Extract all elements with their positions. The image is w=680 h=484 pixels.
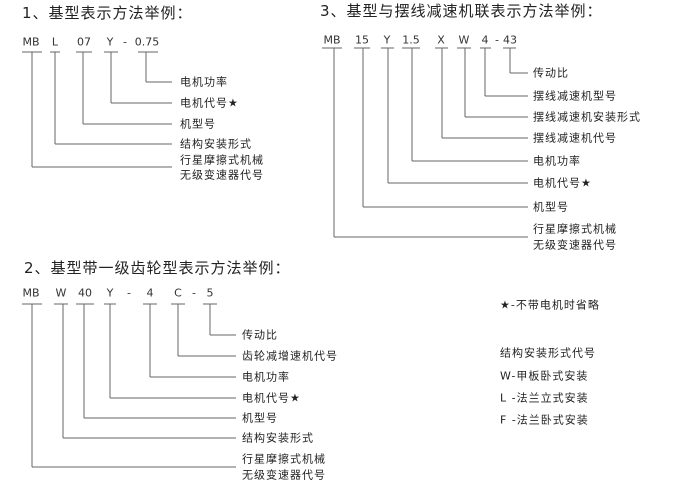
section1-title: 1、基型表示方法举例： bbox=[22, 4, 193, 22]
label-motor-code: 电机代号★ bbox=[533, 176, 592, 190]
label-structure: 结构安装形式 bbox=[180, 137, 252, 151]
code-mb: MB bbox=[323, 33, 341, 47]
code-model: 15 bbox=[355, 33, 369, 47]
label-gear-code: 齿轮减增速机代号 bbox=[242, 349, 338, 363]
label-cycloid-mount: 摆线减速机安装形式 bbox=[533, 110, 641, 124]
label-series-line2: 无级变速器代号 bbox=[242, 468, 326, 482]
code-dash: - bbox=[495, 33, 499, 47]
legend-item: F -法兰卧式安装 bbox=[500, 413, 589, 427]
code-mount: W bbox=[458, 33, 470, 47]
section3-connectors bbox=[322, 47, 528, 238]
legend-item: L -法兰立式安装 bbox=[500, 391, 589, 405]
code-cycloid: X bbox=[437, 33, 445, 47]
label-motor-power: 电机功率 bbox=[242, 370, 290, 384]
code-model: 40 bbox=[78, 286, 92, 300]
label-ratio: 传动比 bbox=[242, 328, 278, 342]
label-model: 机型号 bbox=[180, 117, 216, 131]
code-dash: - bbox=[192, 286, 196, 300]
code-motor: Y bbox=[106, 286, 114, 300]
label-structure: 结构安装形式 bbox=[242, 431, 314, 445]
label-motor-code: 电机代号★ bbox=[242, 391, 301, 405]
code-structure: W bbox=[55, 286, 67, 300]
code-gear: C bbox=[174, 286, 182, 300]
code-cycloid-model: 4 bbox=[481, 33, 489, 47]
code-ratio: 43 bbox=[503, 33, 517, 47]
label-model: 机型号 bbox=[242, 411, 278, 425]
section3-title: 3、基型与摆线减速机联表示方法举例： bbox=[320, 2, 603, 20]
section1-connectors bbox=[22, 51, 172, 168]
code-dash: - bbox=[127, 286, 131, 300]
code-mb: MB bbox=[22, 35, 40, 49]
label-ratio: 传动比 bbox=[533, 66, 569, 80]
code-power: 4 bbox=[146, 286, 154, 300]
label-series-line2: 无级变速器代号 bbox=[180, 168, 264, 182]
label-cycloid-code: 摆线减速机代号 bbox=[533, 131, 617, 145]
code-ratio: 5 bbox=[206, 286, 214, 300]
label-series-line1: 行星摩擦式机械 bbox=[180, 153, 264, 167]
label-series-line1: 行星摩擦式机械 bbox=[242, 452, 326, 466]
legend-item: W-甲板卧式安装 bbox=[500, 369, 589, 383]
code-dash: - bbox=[123, 35, 127, 49]
legend-star-note: ★-不带电机时省略 bbox=[500, 298, 600, 312]
label-motor-code: 电机代号★ bbox=[180, 96, 239, 110]
label-series-line1: 行星摩擦式机械 bbox=[533, 222, 617, 236]
code-model: 07 bbox=[77, 35, 91, 49]
section2-title: 2、基型带一级齿轮型表示方法举例： bbox=[24, 259, 291, 277]
label-cycloid-model: 摆线减速机型号 bbox=[533, 89, 617, 103]
code-power: 0.75 bbox=[134, 35, 160, 49]
section2-connectors bbox=[22, 303, 236, 468]
code-structure: L bbox=[51, 35, 59, 49]
legend-heading: 结构安装形式代号 bbox=[500, 346, 596, 360]
code-mb: MB bbox=[22, 286, 40, 300]
label-series-line2: 无级变速器代号 bbox=[533, 238, 617, 252]
label-motor-power: 电机功率 bbox=[180, 75, 228, 89]
code-motor: Y bbox=[106, 35, 114, 49]
label-model: 机型号 bbox=[533, 200, 569, 214]
code-power: 1.5 bbox=[402, 33, 420, 47]
label-motor-power: 电机功率 bbox=[533, 154, 581, 168]
code-motor: Y bbox=[383, 33, 391, 47]
